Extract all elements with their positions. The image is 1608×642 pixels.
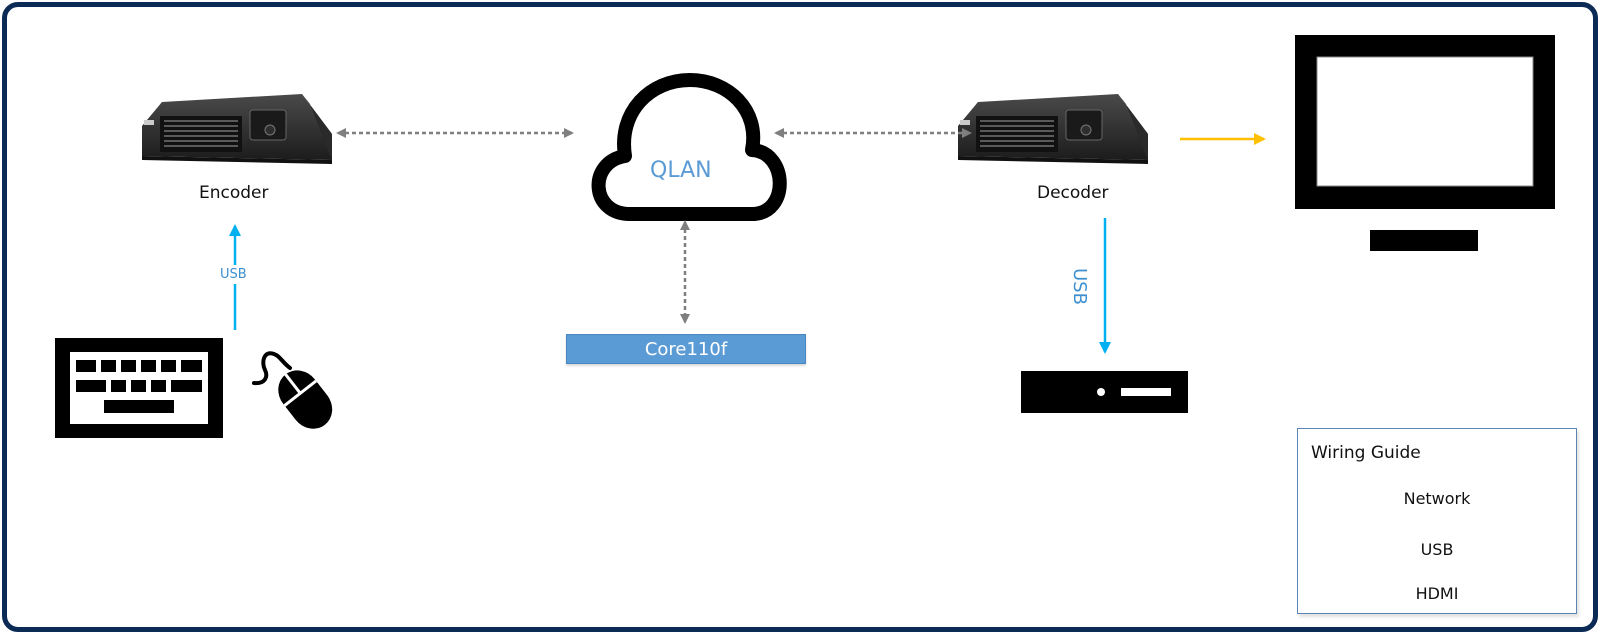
decoder-device-icon [958,94,1148,164]
cloud-label: QLAN [650,158,712,183]
core-box: Core110f [566,334,806,364]
legend-item-network: Network [1316,489,1558,509]
wiring-guide-legend: Wiring Guide Network USB HDMI [1297,428,1577,614]
usb-link-label-decoder: USB [1069,266,1090,307]
mouse-icon [252,351,333,429]
encoder-device-icon [142,94,332,164]
legend-hdmi-label: HDMI [1414,584,1460,604]
keyboard-icon [55,338,223,438]
monitor-icon [1295,35,1555,251]
decoder-label: Decoder [1037,183,1109,203]
legend-title: Wiring Guide [1311,443,1421,463]
core-label: Core110f [644,338,728,360]
cloud-icon [591,73,787,221]
legend-usb-label: USB [1419,540,1455,560]
legend-item-usb: USB [1316,540,1558,560]
usb-link-label-encoder: USB [220,265,247,284]
legend-item-hdmi: HDMI [1316,584,1558,604]
encoder-label: Encoder [199,183,269,203]
usb-device-icon [1021,371,1188,413]
legend-network-label: Network [1402,489,1472,509]
